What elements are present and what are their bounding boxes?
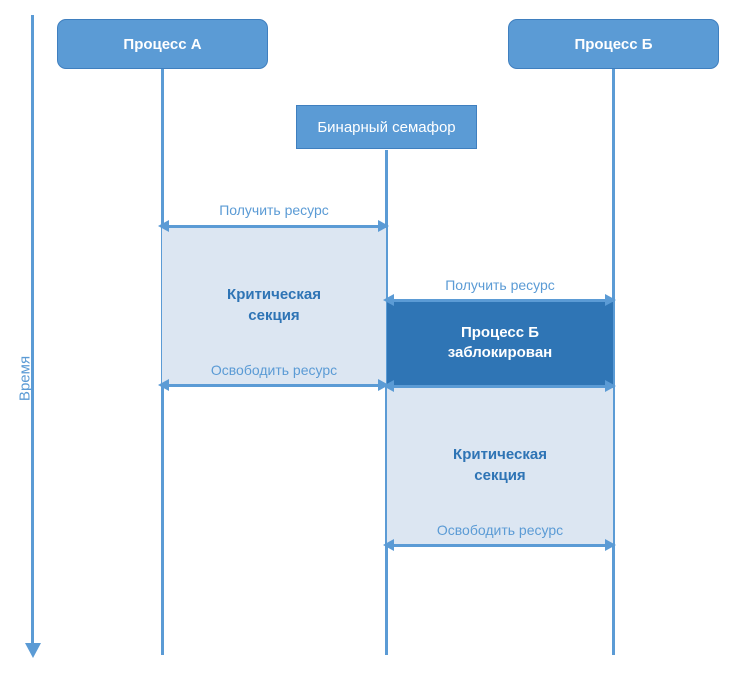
state-label-line2: секция <box>474 466 526 484</box>
participant-label-semaphore: Бинарный семафор <box>317 118 456 136</box>
lifeline-semaphore <box>385 150 388 655</box>
state-label-critical-b: Критическая секция <box>453 445 547 486</box>
state-label-line2: секция <box>248 306 300 324</box>
participant-label-process-b: Процесс Б <box>574 35 653 53</box>
arrow-head-right-icon <box>605 539 616 551</box>
arrow-head-left-icon <box>383 539 394 551</box>
state-box-critical-section-b: Критическая секция <box>387 387 613 544</box>
arrow-head-left-icon <box>383 294 394 306</box>
message-label-acquire-a: Получить ресурс <box>219 202 329 218</box>
participant-box-process-a[interactable]: Процесс А <box>57 19 268 69</box>
participant-label-process-a: Процесс А <box>123 35 202 53</box>
arrow-head-left-icon <box>158 379 169 391</box>
message-line-release-b <box>387 544 613 547</box>
lifeline-process-b <box>612 69 615 655</box>
participant-box-process-b[interactable]: Процесс Б <box>508 19 719 69</box>
message-line-acquire-a <box>162 225 386 228</box>
arrow-head-right-icon <box>605 294 616 306</box>
arrow-head-right-icon <box>378 220 389 232</box>
state-label-critical-a: Критическая секция <box>227 285 321 326</box>
time-axis-line <box>31 15 34 645</box>
state-label-line1: Критическая <box>453 446 547 464</box>
state-label-line2: заблокирован <box>447 344 553 361</box>
state-box-critical-section-a: Критическая секция <box>162 227 386 384</box>
time-axis-arrow-icon <box>25 643 41 658</box>
state-label-blocked-b: Процесс Б заблокирован <box>448 323 552 364</box>
participant-box-semaphore[interactable]: Бинарный семафор <box>296 105 477 149</box>
message-label-acquire-b: Получить ресурс <box>445 277 555 293</box>
message-line-unblock-b <box>387 385 613 388</box>
state-label-line1: Процесс Б <box>460 323 540 341</box>
message-label-release-a: Освободить ресурс <box>210 362 338 378</box>
time-axis-label: Время <box>16 355 34 402</box>
message-label-release-b: Освободить ресурс <box>436 522 564 538</box>
arrow-head-left-icon <box>158 220 169 232</box>
message-line-release-a <box>162 384 386 387</box>
message-line-acquire-b <box>387 299 613 302</box>
arrow-head-right-icon <box>605 380 616 392</box>
state-box-process-b-blocked: Процесс Б заблокирован <box>387 301 613 385</box>
state-label-line1: Критическая <box>227 286 321 304</box>
arrow-head-left-icon <box>383 380 394 392</box>
